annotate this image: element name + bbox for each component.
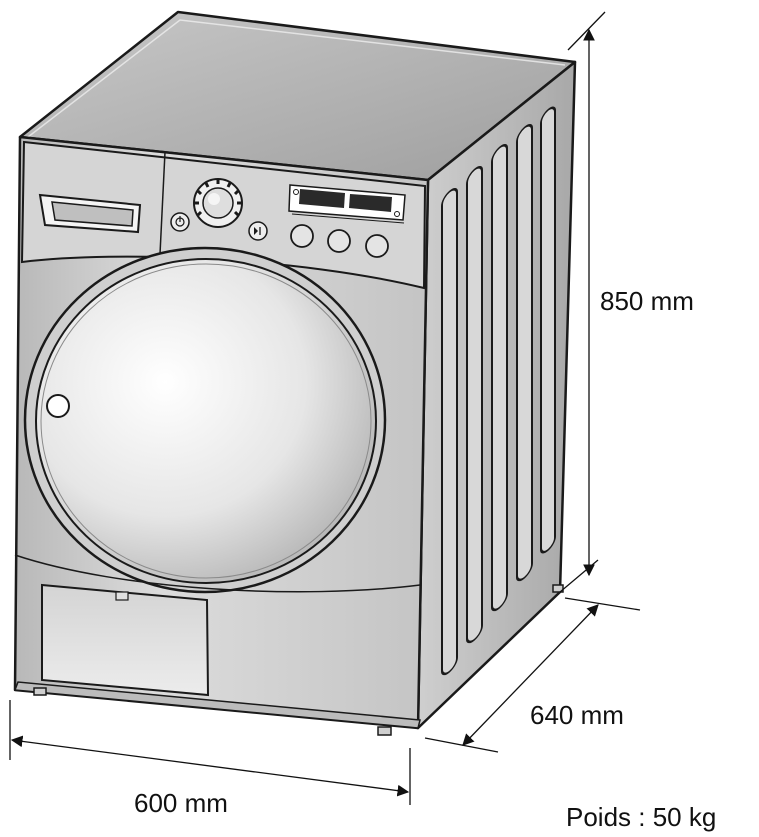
power-button xyxy=(170,212,190,232)
program-dial xyxy=(193,178,243,228)
start-pause-button xyxy=(248,221,268,241)
width-label: 600 mm xyxy=(134,788,228,818)
side-rib xyxy=(516,123,533,582)
side-rib xyxy=(491,143,508,612)
height-label: 850 mm xyxy=(600,286,694,316)
door-handle xyxy=(46,394,70,418)
feet xyxy=(33,584,564,736)
height-dimension xyxy=(559,11,606,593)
condenser-flap xyxy=(41,583,210,697)
depth-label: 640 mm xyxy=(530,700,624,730)
display-window xyxy=(288,184,406,224)
foot xyxy=(377,726,392,736)
depth-dimension xyxy=(424,597,641,753)
option-buttons xyxy=(290,224,389,258)
side-rib xyxy=(441,187,458,676)
foot xyxy=(33,687,47,696)
side-rib xyxy=(540,106,556,554)
option-button xyxy=(327,229,351,253)
width-dimension xyxy=(9,700,411,805)
option-button xyxy=(290,224,314,248)
option-button xyxy=(365,234,389,258)
door xyxy=(23,246,387,594)
foot xyxy=(552,584,564,593)
drawer-handle xyxy=(38,193,142,234)
weight-label: Poids : 50 kg xyxy=(566,802,717,832)
side-rib xyxy=(466,165,483,644)
